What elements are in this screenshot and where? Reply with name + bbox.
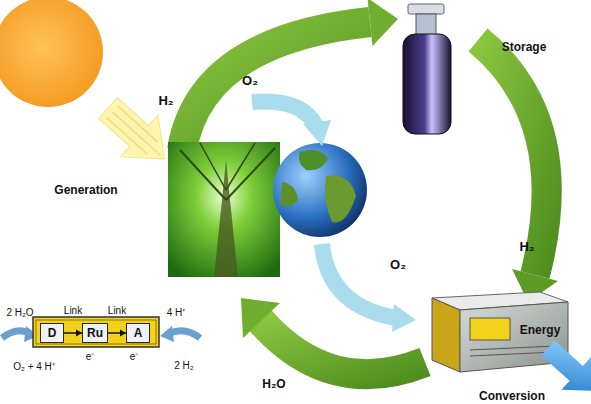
oxygen-arrow [252, 102, 316, 127]
text-label: Storage [502, 40, 547, 54]
molecular-assembly [2, 317, 200, 347]
continent [299, 150, 328, 170]
tree-branch [200, 143, 226, 190]
arrow-head [241, 298, 280, 338]
text-label: 2 H₂ [174, 360, 193, 371]
component-box: D [40, 323, 64, 343]
sun [0, 0, 103, 107]
continent [325, 175, 356, 222]
tree-branch [226, 148, 275, 200]
oxygen-arrows [252, 102, 416, 333]
text-label: Conversion [479, 389, 545, 403]
cycle-arrow [260, 320, 425, 374]
continent [280, 182, 298, 206]
component-name: A [134, 326, 143, 340]
tree-branch [180, 150, 226, 200]
link-arrow [108, 330, 126, 337]
text-label: O₂ [390, 257, 406, 272]
text-label: H₂ [519, 239, 534, 254]
hydrogen-bottle [403, 4, 451, 134]
component-name: D [48, 326, 57, 340]
text-label: e⁻ [86, 349, 95, 363]
component-box: A [126, 323, 150, 343]
text-label: O₂ [242, 73, 258, 88]
oxygen-arrow [322, 244, 396, 318]
globe [273, 143, 367, 237]
bottle-neck [416, 14, 436, 36]
bottle-cap [408, 4, 444, 14]
green-cycle-arrows [182, 0, 558, 374]
cell-panel [470, 318, 510, 340]
tree-branch [226, 143, 255, 190]
component-box: Ru [82, 323, 108, 343]
tree-background [168, 142, 280, 277]
edge-label: Link [64, 305, 82, 316]
bottle-body [403, 34, 451, 134]
cell-vent [470, 346, 556, 350]
tree-photo [168, 142, 280, 277]
earth-globe [273, 143, 367, 237]
text-label: O₂ + 4 H⁺ [13, 359, 55, 373]
arrow-head [392, 304, 416, 332]
edge-label: Link [108, 305, 126, 316]
arrow-head [303, 120, 331, 146]
component-name: Ru [87, 326, 103, 340]
cycle-arrow [478, 40, 547, 275]
assembly-band [33, 317, 159, 347]
arrow-head [368, 0, 399, 46]
text-label: H₂O [262, 377, 285, 391]
text-label: 2 H₂O [6, 307, 33, 318]
cell-side [432, 298, 460, 372]
assembly-band-inner [36, 320, 156, 344]
text-label: Generation [54, 183, 117, 197]
cycle-arrow [182, 22, 370, 150]
text-label: e⁻ [130, 349, 139, 363]
text-label: 4 H⁺ [167, 305, 186, 319]
text-label: Energy [520, 323, 561, 337]
link-arrow [64, 330, 82, 337]
text-label: H₂ [158, 93, 173, 108]
arrow-head [160, 326, 174, 342]
